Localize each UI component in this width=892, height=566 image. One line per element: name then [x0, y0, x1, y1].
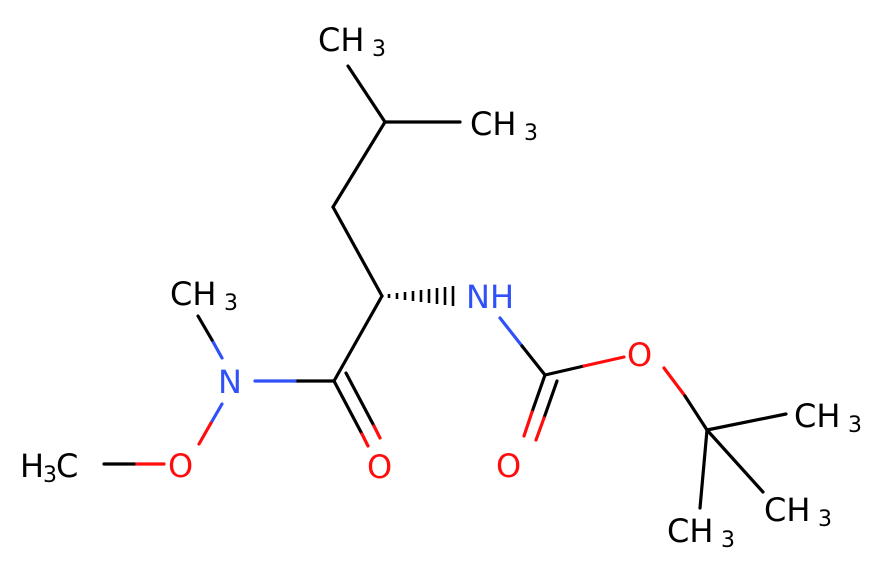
- svg-text:CH: CH: [667, 512, 713, 550]
- methyl-right-label: CH 3: [470, 105, 538, 146]
- methyl-top-label: CH 3: [318, 21, 386, 62]
- methoxy-methyl-label: H 3 C: [20, 447, 78, 488]
- bond-carbamate-o: [543, 364, 586, 377]
- n-amide-label: N: [218, 363, 242, 401]
- svg-text:3: 3: [721, 528, 735, 553]
- svg-text:3: 3: [818, 507, 832, 532]
- svg-text:CH: CH: [794, 397, 840, 435]
- bond-ch2-alpha: [331, 205, 384, 298]
- bond-o-tbu: [662, 366, 687, 398]
- bond-tbu-methyl-1: [705, 412, 788, 432]
- svg-text:CH: CH: [318, 21, 364, 59]
- svg-text:CH: CH: [170, 275, 216, 313]
- bond-boc-co-b: [542, 379, 559, 420]
- tbu-methyl-2-label: CH 3: [764, 491, 832, 532]
- svg-text:C: C: [56, 447, 78, 485]
- svg-text:CH: CH: [470, 105, 516, 143]
- tbu-methyl-1-label: CH 3: [794, 397, 862, 438]
- bond-ch-methyl-top: [346, 64, 387, 124]
- o-ester-label: O: [627, 336, 652, 374]
- bond-tbu-methyl-3: [698, 428, 709, 510]
- bond-boc-co-a: [530, 373, 547, 414]
- svg-text:3: 3: [848, 413, 862, 438]
- bond-nh-carbamate: [498, 316, 524, 348]
- bond-n-methyl: [210, 338, 224, 360]
- svg-text:3: 3: [43, 463, 57, 488]
- svg-text:H: H: [20, 447, 44, 485]
- bond-amide-co-b: [344, 371, 376, 428]
- n-methyl-label: CH 3: [170, 275, 238, 316]
- bond-ch-ch2: [331, 120, 387, 209]
- hashed-wedge-bond: [387, 286, 455, 306]
- svg-text:3: 3: [372, 37, 386, 62]
- o-methoxy-label: O: [168, 447, 193, 485]
- bond-tbu-methyl-2: [705, 428, 765, 494]
- bond-alpha-carbonyl: [332, 294, 384, 383]
- tbu-methyl-3-label: CH 3: [667, 512, 735, 553]
- bond-n-o: [209, 402, 224, 425]
- bond-amide-co-a: [332, 379, 364, 436]
- o-carbonyl-boc-label: O: [496, 447, 521, 485]
- svg-text:3: 3: [224, 291, 238, 316]
- nh-label: NH: [466, 278, 514, 316]
- svg-text:CH: CH: [764, 491, 810, 529]
- svg-text:3: 3: [524, 121, 538, 146]
- o-carbonyl-amide-label: O: [367, 448, 392, 486]
